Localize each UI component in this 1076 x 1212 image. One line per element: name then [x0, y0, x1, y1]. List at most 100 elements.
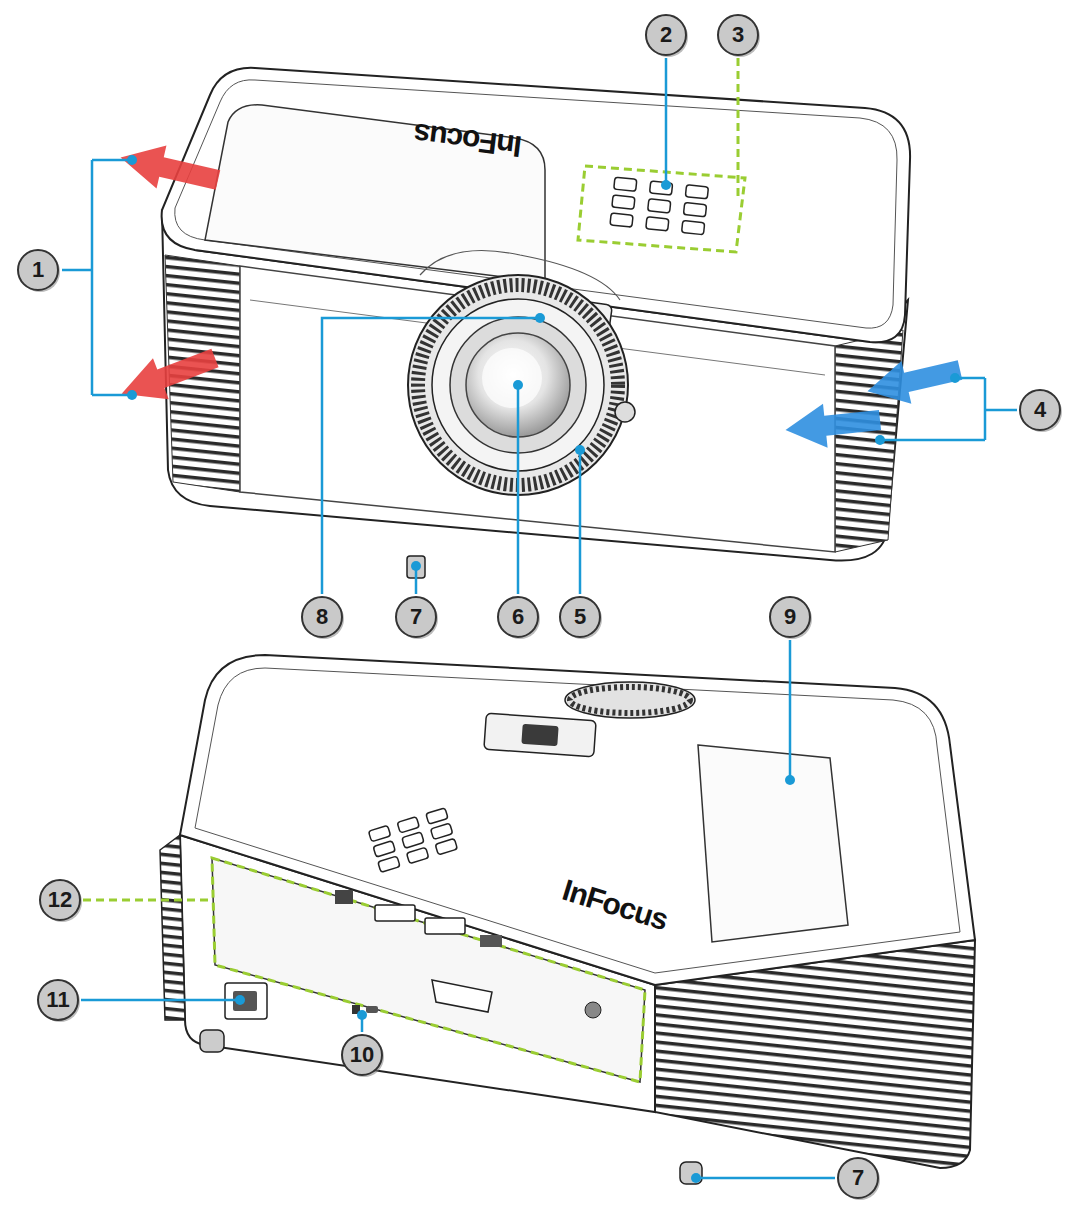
- rear-view-body-part: [425, 918, 465, 934]
- leader-dot-part: [357, 1010, 367, 1020]
- callout-outline: [646, 15, 686, 55]
- callout-circle: 1: [15, 247, 61, 293]
- rear-view-body-part-part: [378, 856, 400, 872]
- intake-arrow-part: [783, 398, 882, 452]
- callout-number: 7: [410, 606, 422, 628]
- leader-dot: [127, 155, 960, 1183]
- callout-outline: [838, 1158, 878, 1198]
- front-view-body-part: [482, 348, 542, 408]
- rear-view-body-part-part: [368, 825, 390, 841]
- leader-dot-part: [513, 380, 523, 390]
- callout-outline: [342, 1035, 382, 1075]
- rear-view-body-part-part: [521, 724, 558, 746]
- leader-line-part: [789, 640, 792, 780]
- front-view-body-part: [615, 402, 635, 422]
- exhaust-arrow-part: [116, 136, 223, 201]
- intake-arrow-part-part: [783, 398, 882, 452]
- callout-circle: 7: [393, 594, 439, 640]
- callout-number: 5: [574, 606, 586, 628]
- rear-view-body-part-part: [435, 838, 457, 854]
- callout-outline: [1020, 390, 1060, 430]
- leader-dot-part: [661, 180, 671, 190]
- rear-view-body-part-part: [430, 823, 452, 839]
- callout-outline: [498, 597, 538, 637]
- leader-dot-part: [535, 313, 545, 323]
- leader-line: [62, 58, 1017, 1178]
- dashed-leader: [83, 58, 738, 900]
- callout-outline: [718, 15, 758, 55]
- rear-view-body-part-part: [426, 808, 448, 824]
- rear-view-body-part-part: [402, 832, 424, 848]
- callout-circle: 3: [715, 12, 761, 58]
- leader-dot-part: [575, 445, 585, 455]
- rear-view-body-part-part: [406, 847, 428, 863]
- leader-dot-part: [127, 390, 137, 400]
- front-view-body: [162, 68, 910, 578]
- dashed-leader-part: [737, 58, 740, 200]
- rear-view-body: [160, 655, 975, 1184]
- rear-view-body-part-part: [484, 713, 596, 757]
- callout-number: 11: [46, 989, 69, 1011]
- callout-number: 9: [784, 606, 796, 628]
- rear-view-body-part: [368, 808, 457, 873]
- exhaust-arrow-part-part: [116, 136, 223, 201]
- leader-line-part: [696, 1177, 835, 1180]
- rear-view-body-part: [570, 687, 690, 713]
- callout-circle: 5: [557, 594, 603, 640]
- leader-line-part: [880, 378, 1017, 440]
- callout-outline: [396, 597, 436, 637]
- callout-circle: 9: [767, 594, 813, 640]
- front-view-body-part-part: [610, 213, 633, 227]
- callout-number: 2: [660, 24, 672, 46]
- leader-dot-part: [691, 1173, 701, 1183]
- callout-number: 3: [732, 24, 744, 46]
- callout-outline: [302, 597, 342, 637]
- leader-line-part: [517, 385, 520, 594]
- leader-dot-part: [127, 155, 137, 165]
- rear-view-body-part: [680, 1162, 702, 1184]
- callout-number: 4: [1034, 399, 1046, 421]
- rear-view-body-part: [480, 935, 502, 947]
- rear-view-body-part-part: [373, 841, 395, 857]
- front-view-body-part-part: [648, 199, 671, 213]
- exhaust-arrow: [114, 136, 223, 414]
- callout-circle: 4: [1017, 387, 1063, 433]
- exhaust-arrow-part-part: [114, 337, 223, 414]
- front-view-body-part-part: [685, 185, 708, 199]
- leader-dot-part: [411, 561, 421, 571]
- front-view-body-part: [610, 177, 709, 235]
- intake-arrow-part: [862, 349, 964, 413]
- leader-line-part: [322, 318, 540, 594]
- intake-arrow-part-part: [862, 349, 964, 413]
- callout-number: 12: [48, 889, 72, 911]
- callout-circle: 7: [835, 1155, 881, 1201]
- rear-view-body-part: [200, 1030, 224, 1052]
- leader-dot-part: [875, 435, 885, 445]
- callout-circle: 10: [339, 1032, 385, 1078]
- rear-view-body-part: [233, 991, 257, 1011]
- rear-view-body-part: [698, 745, 848, 942]
- leader-line-part: [62, 160, 132, 395]
- callout-outline: [38, 980, 78, 1020]
- callout-number: 7: [852, 1167, 864, 1189]
- callout-outline: [18, 250, 58, 290]
- front-view-body-part-part: [646, 217, 669, 231]
- front-view-body-part-part: [650, 181, 673, 195]
- rear-view-body-part: [432, 980, 492, 1012]
- callout-outline: [40, 880, 80, 920]
- dashed-leader-part: [83, 899, 212, 902]
- callout-number: 10: [350, 1044, 374, 1066]
- rear-view-body-part: [375, 905, 415, 921]
- callout-outline: [560, 597, 600, 637]
- leader-dot-part: [950, 373, 960, 383]
- rear-view-body-part: [160, 835, 185, 1020]
- front-view-body-part-part: [612, 195, 635, 209]
- callout-number: 1: [32, 259, 44, 281]
- front-view-body-part-part: [682, 220, 705, 234]
- callout-number: 8: [316, 606, 328, 628]
- rear-view-body-part-part: [397, 817, 419, 833]
- callout-outline: [770, 597, 810, 637]
- callout-circle: 12: [37, 877, 83, 923]
